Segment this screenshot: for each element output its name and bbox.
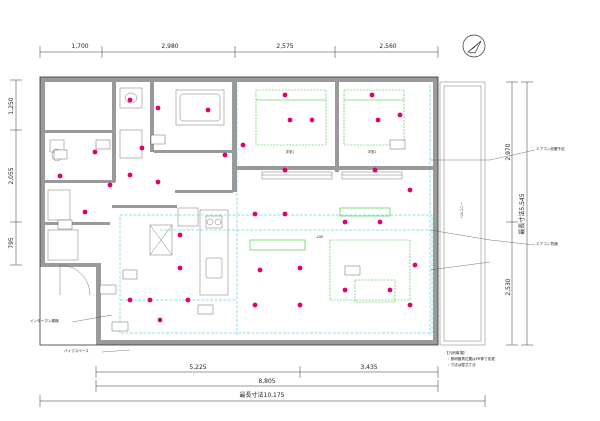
light-fixture-marker [342, 287, 348, 293]
light-fixture-marker [252, 211, 258, 217]
room-label-bedroom1: 洋室1 [286, 149, 295, 154]
callout-aircon: エアコン設置予定 [536, 146, 565, 151]
light-fixture-marker [157, 317, 163, 323]
light-fixture-marker [375, 117, 381, 123]
entrance-area [47, 189, 91, 296]
light-fixture-marker [407, 187, 413, 193]
light-fixture-marker [397, 112, 403, 118]
light-fixture-marker [377, 219, 383, 225]
balcony: バルコニー [439, 81, 486, 346]
light-fixture-marker [297, 302, 303, 308]
light-fixture-marker [92, 149, 98, 155]
light-fixture-marker [82, 209, 88, 215]
building-outline [39, 76, 439, 346]
bottom-dim-2: 3,435 [360, 364, 377, 371]
sliding-doors [261, 171, 403, 180]
light-fixture-marker [309, 117, 315, 123]
light-fixture-marker [147, 297, 153, 303]
light-fixture-marker [297, 265, 303, 271]
light-fixture-marker [412, 262, 418, 268]
light-fixture-marker [240, 142, 246, 148]
washroom-fixtures [49, 87, 143, 162]
light-fixture-marker [177, 265, 183, 271]
bottom-dim-total: 最長寸法10,175 [240, 391, 285, 399]
light-fixture-marker [222, 152, 228, 158]
light-fixture-marker [127, 97, 133, 103]
outer-walls [40, 77, 438, 345]
callout-aircon-sleeve: エアコン貫通 [536, 241, 558, 246]
light-fixture-marker [57, 173, 63, 179]
callout-intercom: インターホン親機 [30, 318, 59, 323]
unit-bath [175, 89, 225, 126]
interior-walls [40, 82, 433, 225]
light-fixture-marker [282, 211, 288, 217]
light-fixture-marker [155, 105, 161, 111]
light-fixture-marker [155, 179, 161, 185]
light-fixture-marker [342, 219, 348, 225]
left-dim-2: 2,055 [8, 167, 15, 184]
light-fixture-marker [287, 117, 293, 123]
ceiling-lines [119, 85, 433, 335]
storage-units [149, 207, 199, 256]
right-dim-2: 2,530 [505, 278, 512, 295]
light-fixture-marker [205, 107, 211, 113]
top-dim-4: 2,560 [379, 43, 396, 50]
room-label-ldk: LDK [317, 235, 324, 239]
callout-pipe-space: パイプスペース [64, 348, 89, 353]
legend-notes: 【凡例事項】 ・照明器具位置はPR等で変更 ・寸法は壁芯寸法 [445, 350, 495, 367]
right-dim-total: 最長寸法5,545 [518, 193, 526, 234]
light-fixture-marker [127, 172, 133, 178]
top-dim-1: 1,700 [71, 43, 88, 50]
balcony-label: バルコニー [460, 201, 464, 218]
legend-line-2: ・寸法は壁芯寸法 [447, 362, 476, 367]
top-dim-2: 2,980 [161, 43, 178, 50]
lighting-fixtures [57, 92, 418, 328]
light-fixture-marker [127, 297, 133, 303]
light-fixture-marker [257, 267, 263, 273]
room-labels: 洋室1 洋室2 LDK [286, 149, 377, 239]
left-dim-3: 795 [8, 237, 15, 249]
light-fixture-marker [407, 302, 413, 308]
north-arrow-icon [462, 34, 486, 58]
top-dim-3: 2,575 [276, 43, 293, 50]
light-fixture-marker [282, 167, 288, 173]
equipment-tags [53, 134, 406, 332]
light-fixture-marker [372, 167, 378, 173]
light-fixture-marker [282, 92, 288, 98]
furniture-layout [249, 89, 411, 303]
callout-leaders: エアコン設置予定 エアコン貫通 [429, 146, 565, 271]
light-fixture-marker [252, 302, 258, 308]
light-fixture-marker [369, 92, 375, 98]
room-label-bedroom2: 洋室2 [368, 149, 377, 154]
left-callouts: インターホン親機 パイプスペース [30, 314, 131, 353]
light-fixture-marker [387, 287, 393, 293]
left-dimension-line: 1,250 2,055 795 [8, 79, 22, 266]
legend-title: 【凡例事項】 [445, 350, 467, 355]
light-fixture-marker [139, 145, 145, 151]
bottom-dimension-line: 5,225 3,435 8,805 最長寸法10,175 [39, 364, 486, 407]
right-dimension-line: 2,970 2,530 最長寸法5,545 [505, 81, 533, 346]
kitchen-counter [199, 209, 229, 296]
bottom-dim-1: 5,225 [189, 364, 206, 371]
top-dimension-line: 1,700 2,980 2,575 2,560 [39, 43, 439, 58]
light-fixture-marker [107, 182, 113, 188]
light-fixture-marker [185, 297, 191, 303]
bottom-dim-mid: 8,805 [258, 378, 275, 385]
light-fixture-marker [177, 232, 183, 238]
right-dim-1: 2,970 [505, 143, 512, 160]
legend-line-1: ・照明器具位置はPR等で変更 [447, 356, 495, 361]
left-dim-1: 1,250 [8, 97, 15, 114]
